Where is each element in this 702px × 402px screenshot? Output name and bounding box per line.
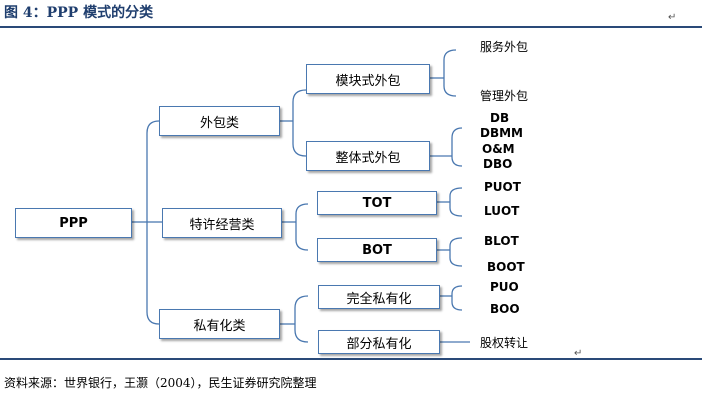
leaf-dbo: DBO — [483, 157, 513, 171]
leaf-puo: PUO — [490, 280, 519, 294]
subtype-modular-outsourcing: 模块式外包 — [306, 64, 430, 94]
subtype-bot: BOT — [317, 238, 437, 262]
subtype-partial-privatization: 部分私有化 — [318, 330, 440, 354]
paragraph-mark-icon: ↵ — [668, 12, 677, 23]
leaf-luot: LUOT — [484, 204, 520, 218]
category-privatization: 私有化类 — [159, 309, 280, 339]
top-rule — [0, 26, 702, 28]
leaf-service-outsourcing: 服务外包 — [480, 40, 529, 54]
root-node: PPP — [15, 208, 132, 238]
category-franchise: 特许经营类 — [162, 208, 282, 238]
leaf-dbmm: DBMM — [480, 126, 523, 140]
bottom-rule — [0, 358, 702, 360]
leaf-equity-transfer: 股权转让 — [480, 336, 529, 350]
leaf-puot: PUOT — [484, 180, 521, 194]
subtype-full-privatization: 完全私有化 — [318, 285, 440, 309]
leaf-db: DB — [490, 111, 510, 125]
leaf-blot: BLOT — [484, 234, 519, 248]
category-outsourcing: 外包类 — [159, 106, 280, 136]
leaf-management-outsourcing: 管理外包 — [480, 89, 529, 103]
leaf-om: O&M — [482, 142, 515, 156]
subtype-tot: TOT — [317, 191, 437, 215]
figure-title: 图 4：PPP 模式的分类 — [4, 5, 154, 21]
subtype-integral-outsourcing: 整体式外包 — [306, 141, 430, 171]
leaf-boot: BOOT — [487, 260, 525, 274]
leaf-boo: BOO — [490, 302, 520, 316]
paragraph-mark-icon: ↵ — [574, 348, 583, 359]
source-note: 资料来源：世界银行，王灏（2004），民生证券研究院整理 — [4, 376, 317, 390]
